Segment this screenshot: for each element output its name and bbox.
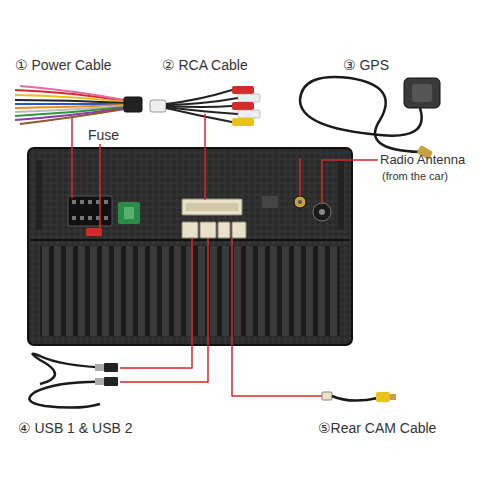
note-label: (from the car) <box>382 168 448 184</box>
callout-label: ③ GPS <box>343 57 389 73</box>
usb-cables <box>29 354 118 408</box>
panel-connectors <box>68 196 331 238</box>
head-unit-panel <box>28 148 352 345</box>
rear-cam-cable <box>322 392 396 402</box>
part-label: Radio Antenna <box>380 152 465 168</box>
callout-label: ⑤Rear CAM Cable <box>318 420 436 436</box>
callout-label: ② RCA Cable <box>162 57 248 73</box>
part-label: Fuse <box>88 127 119 143</box>
callout-label: ④ USB 1 & USB 2 <box>18 420 132 436</box>
callout-label: ① Power Cable <box>15 57 112 73</box>
power-cable <box>15 86 142 124</box>
leader-lines <box>72 114 378 396</box>
